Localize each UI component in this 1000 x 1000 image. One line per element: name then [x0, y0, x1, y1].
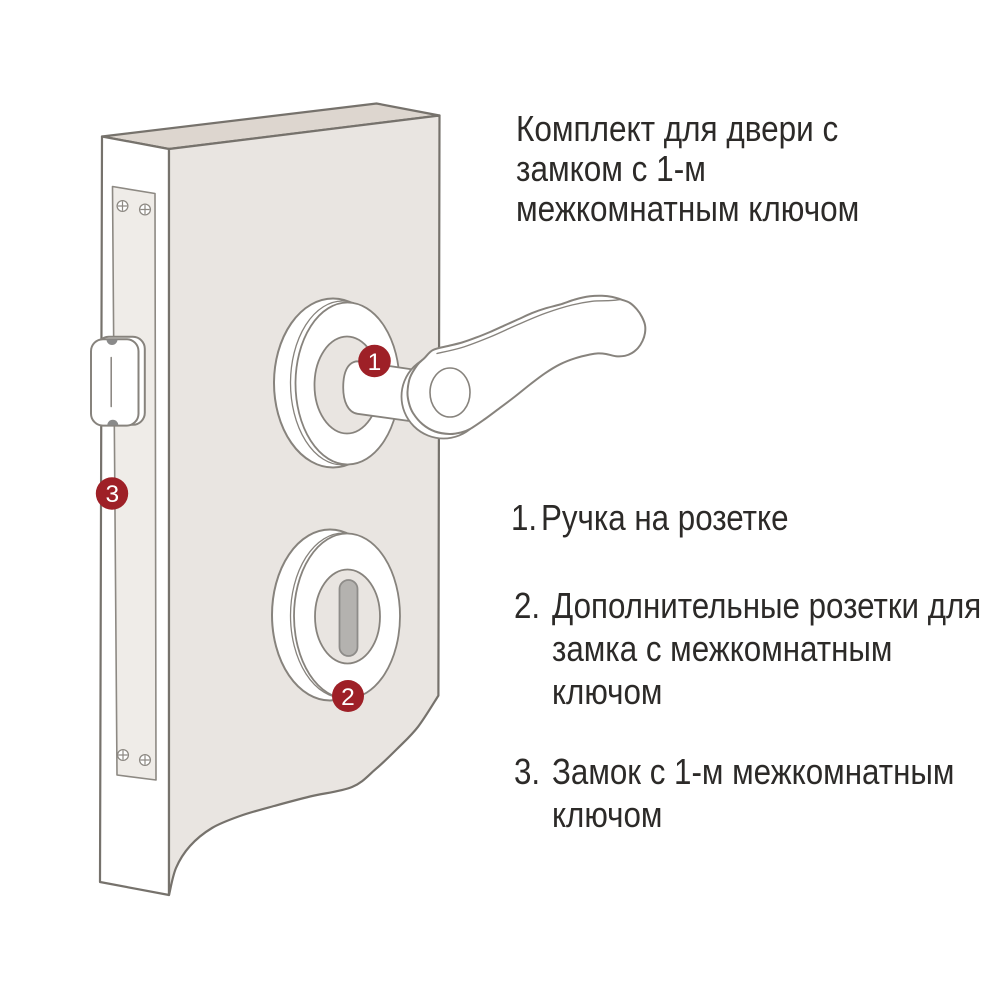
svg-text:1: 1 — [368, 349, 382, 376]
svg-text:2: 2 — [341, 684, 355, 711]
svg-text:3: 3 — [105, 481, 119, 508]
